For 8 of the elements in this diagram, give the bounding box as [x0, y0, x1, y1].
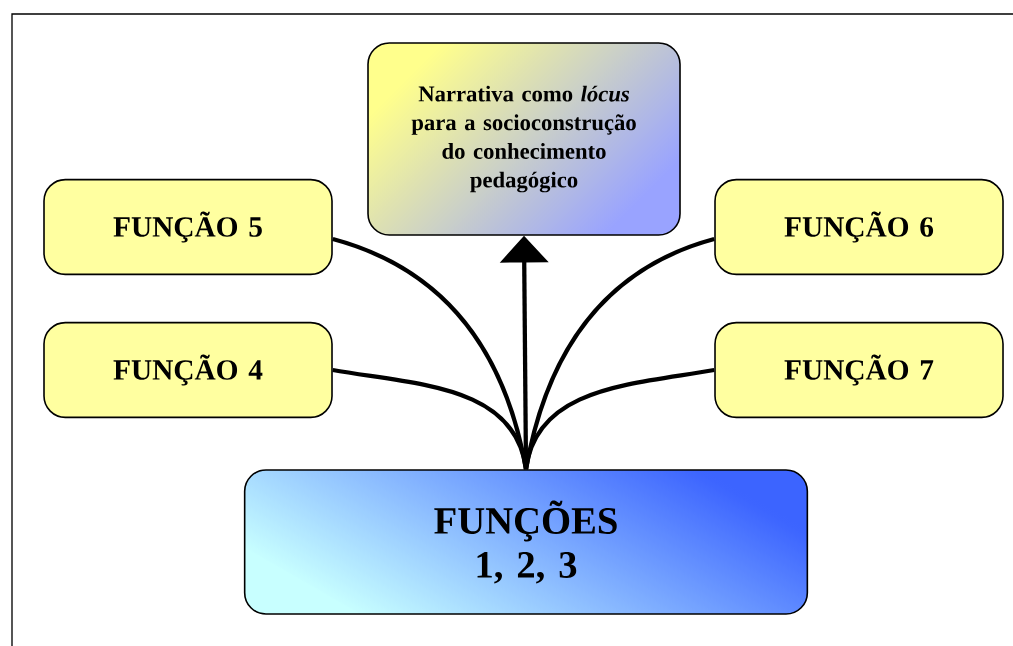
- function-box: FUNÇÃO 4: [43, 321, 333, 419]
- functions-box: FUNÇÕES 1, 2, 3: [243, 469, 809, 615]
- function-box: FUNÇÃO 7: [714, 321, 1004, 419]
- connector-line: [332, 367, 529, 470]
- function-box: FUNÇÃO 5: [43, 178, 333, 276]
- function-box: FUNÇÃO 6: [714, 178, 1004, 276]
- text-box: Narrativa como lócus para a socioconstrução do conhecimento pedagógico: [367, 42, 681, 236]
- connector-line: [523, 367, 715, 470]
